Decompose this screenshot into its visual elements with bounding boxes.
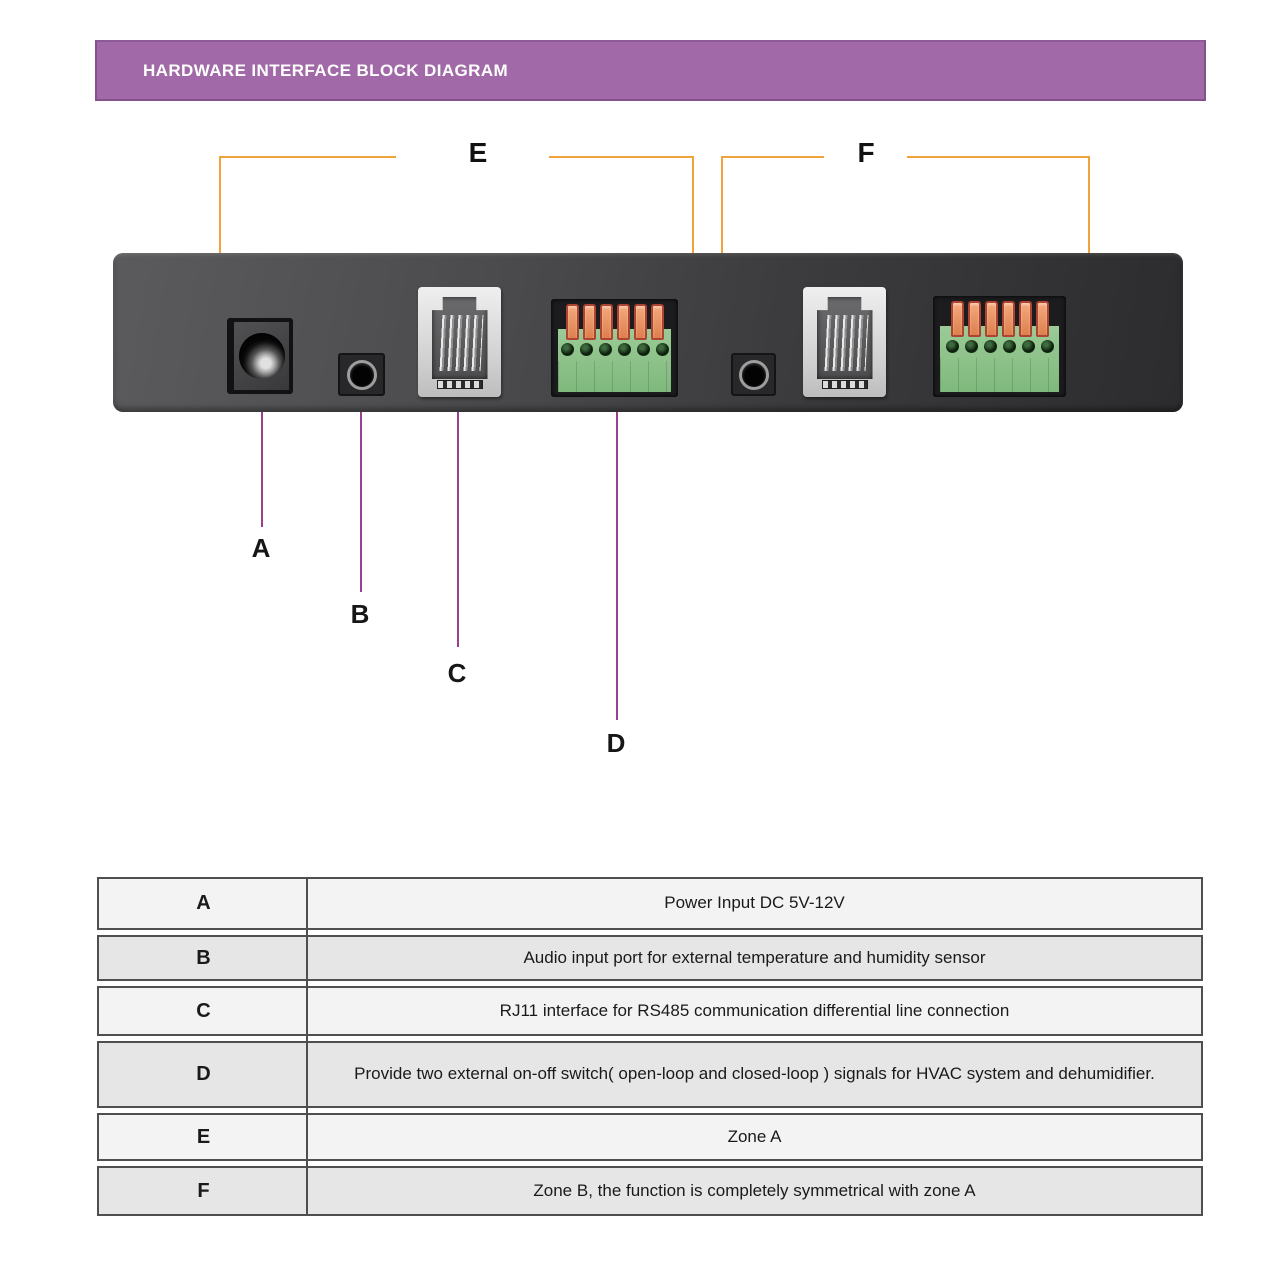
bracket-e-line [219,156,221,253]
page-title: HARDWARE INTERFACE BLOCK DIAGRAM [143,60,509,80]
table-row: F Zone B, the function is completely sym… [97,1166,1203,1216]
terminal-lever [967,301,981,337]
terminal-lever [1001,301,1015,337]
label-b: B [350,599,370,629]
terminal-hole [579,343,593,356]
terminal-green-body [940,326,1059,392]
table-key: A [196,892,211,914]
leader-line-a [261,412,263,527]
terminal-lever [1035,301,1049,337]
rj11-contact-slot [821,380,868,389]
audio-jack-hole [346,359,377,390]
table-row: A Power Input DC 5V-12V [97,877,1203,930]
table-desc: RJ11 interface for RS485 communication d… [499,1000,1010,1020]
table-desc: Zone A [727,1126,782,1146]
bracket-f-line [1088,156,1090,253]
leader-line-c [457,412,459,647]
label-d: D [606,728,626,758]
reference-table: A Power Input DC 5V-12V B Audio input po… [97,877,1203,1221]
leader-line-b [360,412,362,592]
bracket-f-line [721,156,824,158]
terminal-hole [1021,340,1035,353]
bracket-e-line [692,156,694,253]
rj11-contact-slot [436,380,483,389]
rj11-port-zone-b [803,287,886,397]
terminal-hole [1040,340,1054,353]
terminal-lever [565,304,579,340]
terminal-segment-lines [558,361,671,392]
zone-f-label: F [857,137,875,168]
table-row: D Provide two external on-off switch( op… [97,1041,1203,1108]
terminal-segment-lines [940,358,1059,392]
terminal-hole [598,343,612,356]
rj11-pins [436,315,483,371]
label-a: A [251,533,271,563]
bracket-e-line [219,156,396,158]
terminal-hole [636,343,650,356]
audio-jack-b [338,353,385,396]
table-desc: Provide two external on-off switch( open… [354,1064,1155,1084]
terminal-lever [599,304,613,340]
table-key: F [197,1179,210,1202]
bracket-e-line [549,156,694,158]
terminal-lever [650,304,664,340]
table-key: C [196,999,211,1022]
leader-line-d [616,412,618,720]
table-row: E Zone A [97,1113,1203,1161]
dc-barrel-connector [238,333,285,379]
terminal-lever [633,304,647,340]
terminal-hole [964,340,978,353]
table-row: C RJ11 interface for RS485 communication… [97,986,1203,1036]
section-header: HARDWARE INTERFACE BLOCK DIAGRAM [95,40,1206,101]
terminal-lever [984,301,998,337]
table-desc: Power Input DC 5V-12V [664,893,845,913]
table-column-divider [306,877,308,1216]
audio-jack-zone-b [731,353,776,396]
device-rear-panel [113,253,1183,412]
bracket-f-line [721,156,723,253]
bracket-f-line [907,156,1090,158]
rj11-port-c [418,287,501,397]
terminal-hole [655,343,669,356]
terminal-lever [1018,301,1032,337]
terminal-lever [950,301,964,337]
terminal-hole [617,343,631,356]
terminal-hole [560,343,574,356]
terminal-hole [983,340,997,353]
table-desc: Audio input port for external temperatur… [523,947,986,967]
label-c: C [447,658,467,688]
rj11-pins [821,315,868,371]
terminal-block-d [551,299,678,397]
terminal-levers [551,304,678,340]
terminal-lever [582,304,596,340]
terminal-hole [1002,340,1016,353]
terminal-block-zone-b [933,296,1066,397]
audio-jack-hole [738,359,769,390]
table-key: E [196,1125,211,1148]
terminal-wire-holes [933,340,1066,353]
table-row: B Audio input port for external temperat… [97,935,1203,981]
zone-e-label: E [468,137,488,168]
dc-power-jack-a [227,318,293,394]
terminal-levers [933,301,1066,337]
terminal-hole [945,340,959,353]
table-desc: Zone B, the function is completely symme… [533,1180,976,1200]
table-key: B [196,946,211,969]
table-key: D [196,1063,211,1085]
terminal-lever [616,304,630,340]
terminal-wire-holes [551,343,678,356]
